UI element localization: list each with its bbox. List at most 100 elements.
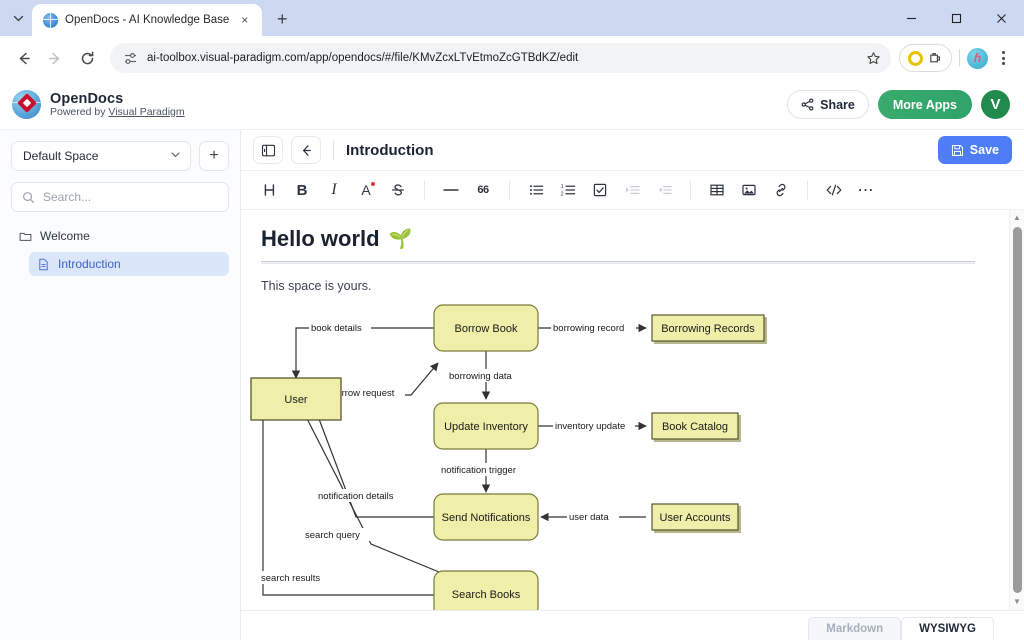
reload-icon[interactable] bbox=[72, 43, 102, 73]
star-icon[interactable] bbox=[866, 51, 881, 66]
space-row: Default Space + bbox=[11, 141, 229, 171]
toolbar-separator bbox=[807, 180, 808, 200]
brand-name: OpenDocs bbox=[50, 90, 124, 107]
back-to-list-icon[interactable] bbox=[291, 136, 321, 164]
document-icon bbox=[37, 258, 50, 271]
heading-rule bbox=[261, 261, 975, 264]
shield-circle-icon[interactable] bbox=[908, 50, 923, 66]
new-tab-button[interactable]: + bbox=[277, 8, 288, 29]
share-button[interactable]: Share bbox=[787, 90, 869, 119]
window-close-icon[interactable] bbox=[979, 0, 1024, 36]
scroll-down-icon[interactable]: ▼ bbox=[1013, 597, 1021, 606]
url-text: ai-toolbox.visual-paradigm.com/app/opend… bbox=[147, 52, 579, 64]
editor-canvas[interactable]: Hello world 🌱 This space is yours. bbox=[241, 210, 1009, 610]
extensions-icon[interactable] bbox=[928, 51, 943, 66]
flow-label: notification trigger bbox=[441, 465, 516, 476]
page-title: Introduction bbox=[346, 141, 434, 159]
data-flow-diagram[interactable]: book details borrow request borrowing re… bbox=[241, 299, 1009, 610]
tab-title: OpenDocs - AI Knowledge Base bbox=[65, 14, 230, 26]
table-button[interactable] bbox=[702, 176, 732, 204]
document-pane: Introduction Save B I A bbox=[241, 130, 1024, 640]
folder-icon bbox=[19, 230, 32, 243]
profile-avatar[interactable]: ɦ bbox=[967, 47, 988, 69]
browser-toolbar: ai-toolbox.visual-paradigm.com/app/opend… bbox=[0, 36, 1024, 80]
tab-strip: OpenDocs - AI Knowledge Base × + bbox=[0, 0, 1024, 36]
blockquote-button[interactable]: 66 bbox=[477, 184, 489, 196]
search-icon bbox=[22, 191, 35, 204]
svg-text:Borrowing Records: Borrowing Records bbox=[661, 323, 755, 335]
svg-text:Borrow Book: Borrow Book bbox=[455, 323, 518, 335]
tune-icon[interactable] bbox=[123, 51, 138, 66]
sidebar-item-introduction[interactable]: Introduction bbox=[29, 252, 229, 276]
scroll-up-icon[interactable]: ▲ bbox=[1013, 213, 1021, 222]
flow-label: search query bbox=[305, 530, 360, 541]
save-button[interactable]: Save bbox=[937, 136, 1012, 164]
italic-button[interactable]: I bbox=[331, 181, 337, 198]
browser-tab[interactable]: OpenDocs - AI Knowledge Base × bbox=[32, 4, 263, 36]
more-options-button[interactable]: ⋯ bbox=[857, 182, 875, 199]
strikethrough-button[interactable] bbox=[383, 176, 413, 204]
text-color-button[interactable]: A bbox=[351, 176, 381, 204]
dfd-node-borrowing-records: Borrowing Records bbox=[651, 314, 765, 342]
kebab-icon[interactable] bbox=[990, 43, 1016, 73]
tab-search-icon[interactable] bbox=[4, 4, 32, 32]
svg-text:User Accounts: User Accounts bbox=[660, 512, 731, 524]
toolbar-separator bbox=[509, 180, 510, 200]
tab-wysiwyg[interactable]: WYSIWYG bbox=[901, 617, 994, 640]
bullet-list-button[interactable] bbox=[521, 176, 551, 204]
svg-text:1: 1 bbox=[560, 184, 563, 190]
visual-paradigm-link[interactable]: Visual Paradigm bbox=[108, 105, 185, 118]
checklist-button[interactable] bbox=[585, 176, 615, 204]
dfd-node-user-accounts: User Accounts bbox=[651, 503, 739, 531]
dfd-node-user: User bbox=[250, 377, 342, 421]
minimize-icon[interactable] bbox=[889, 0, 934, 36]
flow-label: inventory update bbox=[555, 421, 625, 432]
opendocs-app: OpenDocs Powered by Visual Paradigm Shar… bbox=[0, 80, 1024, 640]
toolbar-divider bbox=[959, 49, 960, 67]
sidebar-toggle-icon[interactable] bbox=[253, 136, 283, 164]
scrollbar-thumb[interactable] bbox=[1012, 227, 1022, 593]
header-divider bbox=[333, 140, 334, 160]
toolbar-separator bbox=[690, 180, 691, 200]
dfd-node-search-books: Search Books bbox=[433, 570, 539, 610]
brand-subtitle: Powered by Visual Paradigm bbox=[50, 105, 185, 119]
link-button[interactable] bbox=[766, 176, 796, 204]
flow-label: borrow request bbox=[331, 388, 395, 399]
extension-pill[interactable] bbox=[899, 44, 952, 72]
user-avatar[interactable]: V bbox=[981, 90, 1010, 119]
heading-button[interactable] bbox=[255, 176, 285, 204]
image-button[interactable] bbox=[734, 176, 764, 204]
horizontal-rule-button[interactable] bbox=[436, 176, 466, 204]
add-space-button[interactable]: + bbox=[199, 141, 229, 171]
folder-label: Welcome bbox=[40, 229, 90, 243]
editor-scrollbar[interactable]: ▲ ▼ bbox=[1009, 210, 1024, 610]
svg-text:2: 2 bbox=[560, 192, 563, 198]
space-selector[interactable]: Default Space bbox=[11, 141, 191, 171]
dfd-node-book-catalog: Book Catalog bbox=[651, 412, 739, 440]
address-bar[interactable]: ai-toolbox.visual-paradigm.com/app/opend… bbox=[110, 43, 891, 73]
dfd-svg: book details borrow request borrowing re… bbox=[250, 304, 765, 610]
maximize-icon[interactable] bbox=[934, 0, 979, 36]
bold-button[interactable]: B bbox=[296, 181, 308, 199]
code-block-button[interactable] bbox=[819, 176, 849, 204]
globe-icon bbox=[43, 12, 58, 28]
document-heading: Hello world 🌱 bbox=[261, 226, 975, 261]
svg-text:Send Notifications: Send Notifications bbox=[442, 512, 531, 524]
document-label: Introduction bbox=[58, 257, 121, 271]
brand-block: OpenDocs Powered by Visual Paradigm bbox=[50, 91, 185, 119]
share-icon bbox=[801, 98, 814, 111]
back-icon[interactable] bbox=[8, 43, 38, 73]
status-bar: Markdown WYSIWYG bbox=[241, 610, 1024, 640]
close-icon[interactable]: × bbox=[241, 13, 249, 27]
heading-text: Hello world bbox=[261, 226, 380, 251]
outdent-button bbox=[649, 176, 679, 204]
sidebar-item-welcome[interactable]: Welcome bbox=[11, 224, 229, 248]
flow-label: borrowing data bbox=[449, 371, 513, 382]
more-apps-button[interactable]: More Apps bbox=[877, 90, 972, 119]
dfd-node-send-notifications: Send Notifications bbox=[433, 493, 539, 541]
window-controls bbox=[889, 0, 1024, 36]
tab-markdown[interactable]: Markdown bbox=[808, 617, 902, 640]
search-input[interactable]: Search... bbox=[11, 182, 229, 212]
flow-label: user data bbox=[569, 512, 609, 523]
